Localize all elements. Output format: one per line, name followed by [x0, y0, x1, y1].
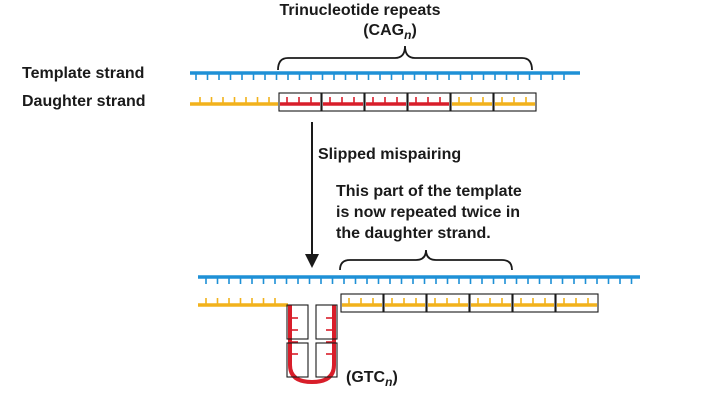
template-strand-label: Template strand	[22, 65, 145, 82]
loop-unit-box	[315, 342, 338, 378]
bottom-formula: (GTCn)	[346, 369, 398, 389]
repeat-unit-box	[278, 92, 322, 112]
note-line-1: This part of the template	[336, 183, 522, 200]
repeat-unit-box-bottom	[512, 293, 556, 313]
loop-unit-box	[286, 342, 309, 378]
bottom-formula-end: )	[392, 369, 398, 386]
top-title: Trinucleotide repeats	[279, 2, 441, 19]
repeat-unit-box-bottom	[469, 293, 513, 313]
note-line-3: the daughter strand.	[336, 225, 491, 242]
repeat-unit-box	[321, 92, 365, 112]
bottom-formula-base: (GTC	[346, 369, 386, 386]
bottom-formula-sub: n	[385, 375, 393, 390]
hairpin-loop	[288, 305, 336, 385]
repeat-unit-box-bottom	[555, 293, 599, 313]
slipped-mispairing-label: Slipped mispairing	[318, 146, 462, 163]
repeat-unit-box-bottom	[426, 293, 470, 313]
repeat-unit-box-bottom	[340, 293, 384, 313]
slippage-arrow-head	[305, 254, 319, 268]
loop-unit-box	[286, 304, 309, 340]
repeat-unit-box	[407, 92, 451, 112]
top-brace	[277, 45, 533, 71]
daughter-strand-label: Daughter strand	[22, 93, 146, 110]
top-formula-base: (CAG	[363, 22, 405, 39]
repeat-unit-box-bottom	[383, 293, 427, 313]
bottom-brace	[339, 249, 513, 271]
top-formula-end: )	[411, 22, 417, 39]
note-line-2: is now repeated twice in	[336, 204, 521, 221]
top-formula: (CAGn)	[355, 22, 425, 42]
repeat-unit-box	[364, 92, 408, 112]
repeat-unit-box	[493, 92, 537, 112]
top-formula-sub: n	[404, 28, 412, 43]
repeat-unit-box	[450, 92, 494, 112]
loop-unit-box	[315, 304, 338, 340]
